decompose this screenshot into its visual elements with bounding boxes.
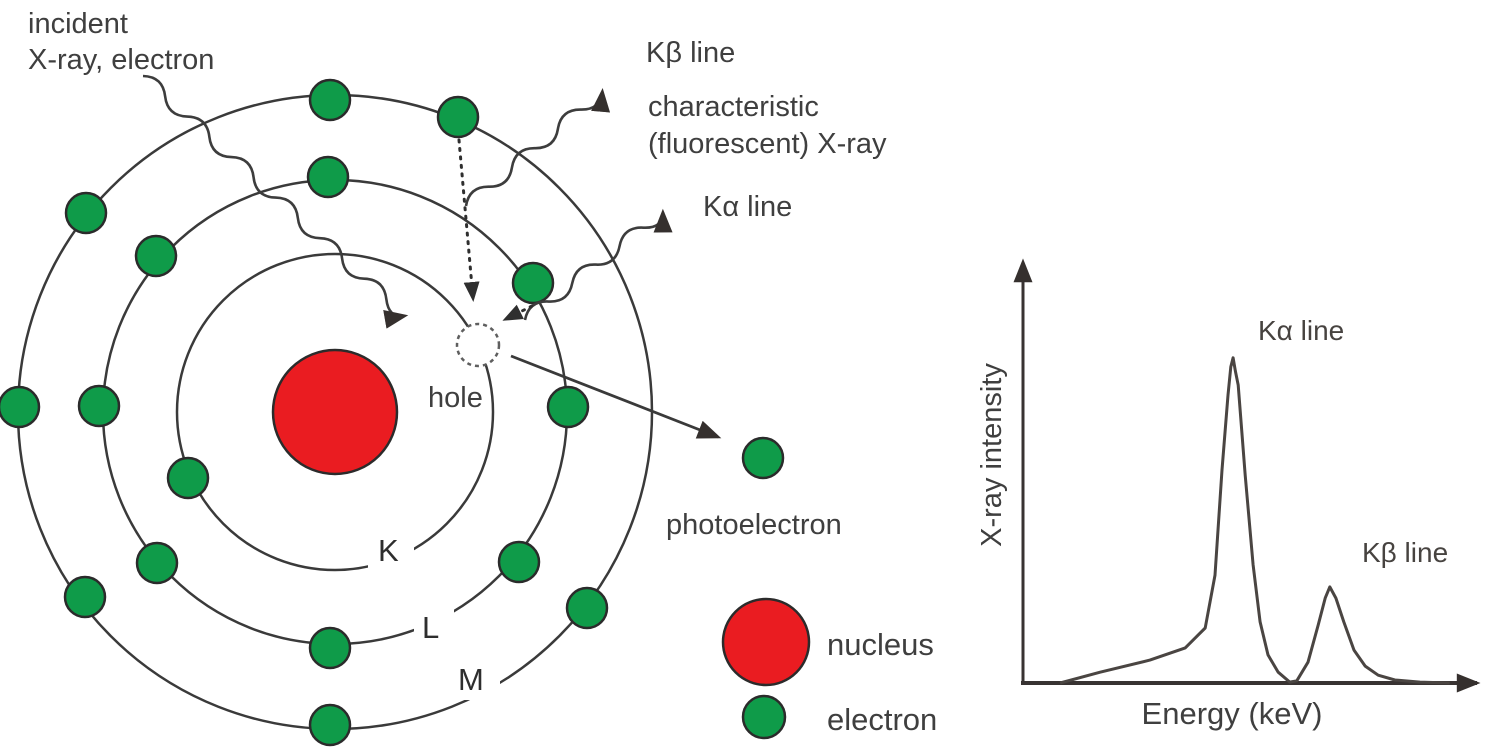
hole-label: hole	[428, 382, 483, 414]
shell-label-patch-k	[368, 528, 414, 570]
electron-dot	[77, 384, 121, 428]
electron-dot	[497, 540, 541, 584]
shell-label-m: M	[458, 662, 484, 697]
electron-dot	[64, 191, 108, 235]
electron-dot	[135, 541, 179, 585]
electron-dot	[0, 385, 41, 429]
shell-label-patch-m	[454, 656, 500, 700]
l-to-k-transition-arrow	[502, 304, 534, 321]
kalpha-wavy-arrow	[523, 208, 673, 321]
electron-dot	[308, 626, 352, 670]
electron-dot	[436, 95, 480, 139]
m-to-k-transition-arrow	[457, 138, 480, 302]
photoelectron-dot	[741, 436, 785, 480]
characteristic-label-line1: characteristic	[648, 91, 819, 123]
x-axis-label: Energy (keV)	[1142, 696, 1323, 731]
kbeta-wavy-arrow	[464, 88, 611, 207]
shell-circle-k	[175, 252, 495, 572]
kbeta-line-label: Kβ line	[646, 37, 735, 69]
y-axis-label: X-ray intensity	[976, 363, 1008, 547]
shell-label-patch-l	[414, 598, 454, 644]
electron-dot	[565, 586, 609, 630]
shell-label-k: K	[378, 533, 399, 568]
legend-nucleus-label: nucleus	[827, 627, 934, 662]
legend-electron-label: electron	[827, 702, 937, 737]
spectrum-curve	[1059, 356, 1450, 685]
legend: nucleus electron	[721, 597, 937, 740]
hole-circle	[455, 322, 501, 368]
electron-dot	[511, 261, 555, 305]
electron-dot	[546, 385, 590, 429]
photoelectron-arrow	[510, 354, 722, 439]
atom-model: K L M	[0, 8, 887, 747]
electron-dot	[134, 234, 178, 278]
electron-dot	[306, 155, 350, 199]
incident-label-line2: X-ray, electron	[28, 44, 214, 76]
electron-dot	[308, 78, 352, 122]
shell-label-l: L	[422, 610, 439, 645]
photoelectron-label: photoelectron	[666, 509, 842, 541]
legend-nucleus-swatch	[721, 597, 811, 687]
spectrum-chart: X-ray intensity Energy (keV) Kα line Kβ …	[976, 258, 1481, 731]
electron-dot	[166, 456, 210, 500]
electron-dot	[308, 703, 352, 747]
incident-wavy-arrow	[142, 74, 409, 329]
chart-kalpha-peak-label: Kα line	[1258, 315, 1344, 346]
characteristic-label-line2: (fluorescent) X-ray	[648, 128, 887, 160]
nucleus	[271, 348, 399, 476]
electron-dot	[63, 575, 107, 619]
incident-label-line1: incident	[28, 8, 128, 40]
legend-electron-swatch	[741, 694, 787, 740]
kalpha-line-label: Kα line	[703, 191, 792, 223]
chart-kbeta-peak-label: Kβ line	[1362, 537, 1448, 568]
